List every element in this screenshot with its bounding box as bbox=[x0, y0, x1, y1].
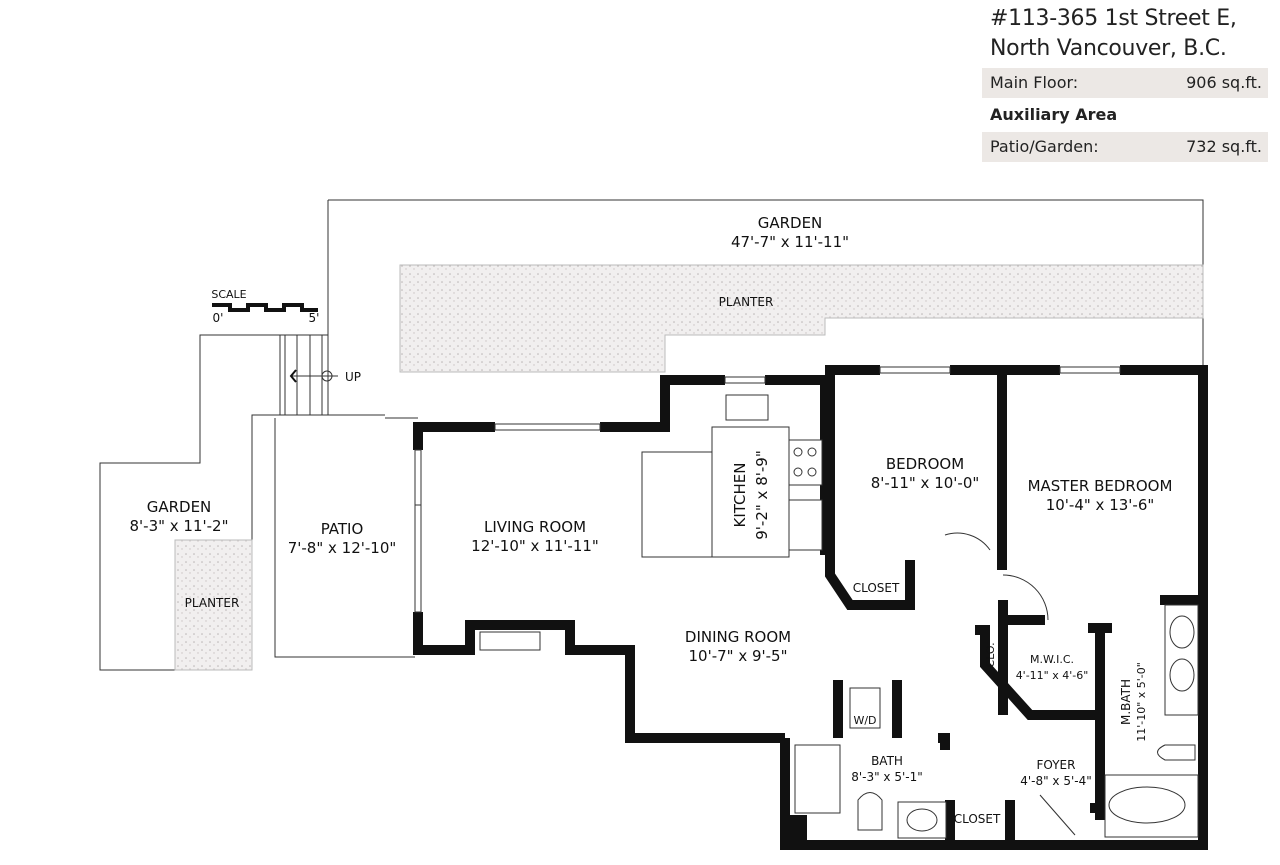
bedroom-name: BEDROOM bbox=[886, 455, 964, 473]
planter-top-name: PLANTER bbox=[719, 295, 774, 309]
garden-top-name: GARDEN bbox=[758, 214, 823, 232]
main-floor-label: Main Floor: bbox=[990, 73, 1079, 92]
garden-left-name: GARDEN bbox=[147, 498, 212, 516]
main-floor-row: Main Floor: 906 sq.ft. bbox=[982, 68, 1268, 98]
garden-left-dims: 8'-3" x 11'-2" bbox=[129, 517, 228, 535]
toilet-icon bbox=[857, 792, 883, 831]
master-bedroom-dims: 10'-4" x 13'-6" bbox=[1046, 496, 1155, 514]
scale-bar bbox=[212, 303, 318, 312]
living-room-name: LIVING ROOM bbox=[484, 518, 586, 536]
washer-dryer-icon bbox=[849, 687, 881, 729]
mwic-dims: 4'-11" x 4'-6" bbox=[1016, 669, 1089, 682]
patio-dims: 7'-8" x 12'-10" bbox=[288, 539, 397, 557]
foyer-closet-name: CLOSET bbox=[954, 812, 1001, 826]
walls bbox=[413, 365, 1208, 850]
shower-icon bbox=[794, 744, 841, 814]
windows bbox=[414, 366, 1121, 613]
bedroom-closet-name: CLOSET bbox=[853, 581, 900, 595]
planter-left-name: PLANTER bbox=[185, 596, 240, 610]
auxiliary-heading: Auxiliary Area bbox=[990, 105, 1118, 124]
bathtub-icon bbox=[1104, 774, 1199, 838]
patio-garden-row: Patio/Garden: 732 sq.ft. bbox=[982, 132, 1268, 162]
mbath-toilet-icon bbox=[1157, 744, 1196, 761]
address-line-2: North Vancouver, B.C. bbox=[990, 36, 1227, 61]
fireplace-icon bbox=[479, 631, 541, 651]
property-info-panel: #113-365 1st Street E, North Vancouver, … bbox=[982, 4, 1268, 162]
clo-name: CLO. bbox=[984, 642, 997, 667]
bath-sink-icon bbox=[897, 801, 947, 839]
stove-icon bbox=[788, 439, 823, 486]
scale-start: 0' bbox=[213, 311, 224, 325]
planter-left bbox=[174, 539, 253, 671]
double-vanity-icon bbox=[1164, 604, 1199, 716]
master-bedroom-name: MASTER BEDROOM bbox=[1028, 477, 1173, 495]
mwic-name: M.W.I.C. bbox=[1030, 653, 1074, 666]
mbath-name: M.BATH bbox=[1119, 679, 1133, 725]
address-line-1: #113-365 1st Street E, bbox=[990, 6, 1237, 31]
fridge bbox=[788, 499, 823, 551]
foyer-dims: 4'-8" x 5'-4" bbox=[1020, 774, 1092, 788]
wd-name: W/D bbox=[853, 714, 876, 727]
scale-label: SCALE bbox=[211, 288, 246, 301]
dining-room-dims: 10'-7" x 9'-5" bbox=[688, 647, 787, 665]
dining-room-name: DINING ROOM bbox=[685, 628, 791, 646]
living-room-dims: 12'-10" x 11'-11" bbox=[471, 537, 599, 555]
stairs bbox=[279, 334, 338, 416]
patio-name: PATIO bbox=[321, 520, 364, 538]
kitchen-name: KITCHEN bbox=[731, 463, 749, 528]
kitchen-island bbox=[641, 451, 713, 558]
kitchen-dims: 9'-2" x 8'-9" bbox=[753, 450, 771, 539]
patio-garden-value: 732 sq.ft. bbox=[1186, 137, 1262, 156]
scale-end: 5' bbox=[309, 311, 320, 325]
garden-top-dims: 47'-7" x 11'-11" bbox=[731, 233, 849, 251]
bath-name: BATH bbox=[871, 754, 903, 768]
stairs-up-label: UP bbox=[345, 370, 361, 384]
kitchen-counter bbox=[711, 426, 790, 558]
bedroom-dims: 8'-11" x 10'-0" bbox=[871, 474, 980, 492]
fixtures bbox=[479, 394, 1199, 839]
main-floor-value: 906 sq.ft. bbox=[1186, 73, 1262, 92]
mbath-dims: 11'-10" x 5'-0" bbox=[1135, 662, 1148, 742]
sink-icon bbox=[725, 394, 769, 421]
bath-dims: 8'-3" x 5'-1" bbox=[851, 770, 923, 784]
planter-top bbox=[399, 264, 1204, 373]
patio-garden-label: Patio/Garden: bbox=[990, 137, 1099, 156]
foyer-name: FOYER bbox=[1037, 758, 1076, 772]
